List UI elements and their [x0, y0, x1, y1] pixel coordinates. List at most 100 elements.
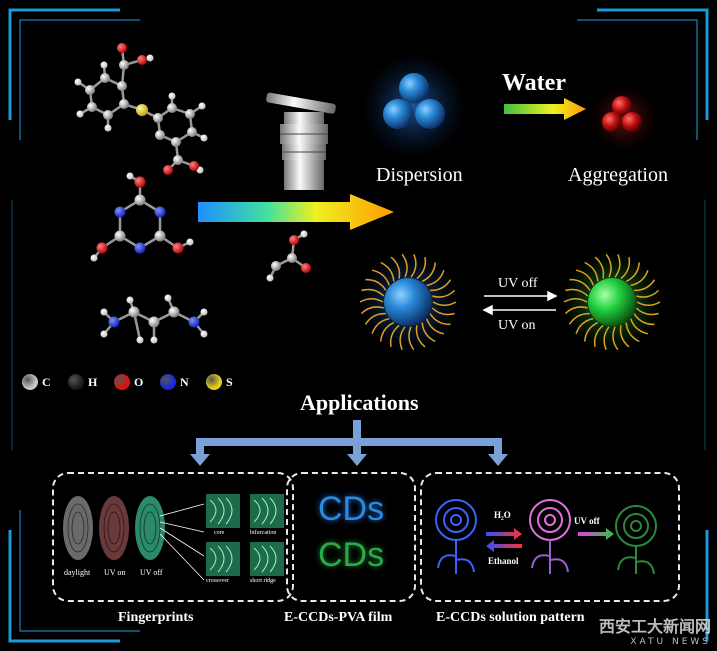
ligand-strand — [633, 313, 655, 326]
ligand-strand — [629, 318, 649, 335]
dispersion-label: Dispersion — [376, 164, 463, 186]
water-label: Water — [502, 70, 566, 96]
detail-label-crossover: crossover — [206, 578, 229, 584]
ligand-strand — [361, 288, 385, 297]
ligand-strand — [612, 326, 619, 351]
ligand-strand — [432, 289, 456, 298]
ligand-strand — [603, 326, 610, 350]
pattern-ethanol-label: Ethanol — [488, 556, 519, 566]
ligand-strand — [605, 253, 612, 278]
legend-item-s: S — [206, 374, 233, 390]
fingerprint-label-daylight: daylight — [64, 568, 91, 577]
fingerprint-detail-tiles — [206, 494, 284, 576]
legend-item-o: O — [114, 374, 143, 390]
ligand-strand — [563, 297, 588, 303]
detail-label-core: core — [214, 530, 225, 536]
ligand-strand — [564, 306, 588, 315]
ligand-strand — [568, 312, 590, 325]
pattern-panel — [420, 472, 680, 602]
molecule-ethylenediamine — [100, 294, 208, 344]
ligand-strand — [415, 325, 426, 348]
caption-pattern: E-CCDs solution pattern — [436, 610, 585, 625]
watermark-subtitle: XATU NEWS — [630, 637, 711, 647]
caption-fingerprints: Fingerprints — [118, 610, 194, 625]
ligand-strand — [410, 254, 417, 278]
legend-item-c: C — [22, 374, 51, 390]
legend-symbol: H — [88, 374, 98, 389]
ligand-strand — [401, 253, 408, 278]
ligand-strand — [380, 261, 395, 282]
molecule-acetic-acid — [266, 230, 311, 282]
ligand-strand — [431, 307, 455, 316]
ligand-strand — [619, 325, 630, 348]
legend-symbol: O — [134, 374, 144, 389]
fingerprint-label-uv-on: UV on — [104, 568, 126, 577]
detail-label-bifurcation: bifurcation — [250, 530, 277, 536]
legend-symbol: S — [226, 374, 233, 389]
synthesis-arrow — [198, 194, 394, 230]
ligand-strand — [425, 318, 445, 335]
film-text-green: CDs — [318, 536, 385, 574]
legend-ball-o — [114, 374, 130, 390]
ligand-strand — [636, 289, 660, 298]
ligand-strand — [364, 312, 386, 325]
ligand-strand — [429, 313, 451, 326]
aggregation-cluster — [590, 84, 658, 152]
watermark: 西安工大新闻网 XATU NEWS — [599, 613, 711, 647]
ligand-strand — [569, 278, 591, 291]
ligand-strand — [625, 262, 641, 283]
aggregation-label: Aggregation — [568, 164, 668, 186]
ligand-strand — [636, 301, 661, 307]
ligand-strand — [575, 269, 595, 286]
pattern-water-label: H₂O — [494, 510, 511, 520]
ligand-strand — [399, 326, 406, 350]
application-branch-arrows — [190, 420, 508, 466]
ligand-strand — [359, 297, 384, 303]
legend-item-h: H — [68, 374, 97, 390]
legend-ball-c — [22, 374, 38, 390]
ligand-strand — [635, 307, 659, 316]
legend-ball-h — [68, 374, 84, 390]
ligand-strand — [421, 322, 436, 343]
uv-off-label: UV off — [498, 276, 538, 291]
dispersion-cluster — [362, 54, 466, 158]
pattern-uv-off-label: UV off — [574, 516, 600, 526]
applications-title: Applications — [300, 390, 419, 415]
ligand-strand — [593, 324, 604, 348]
rose-patterns — [435, 499, 657, 575]
ligand-strand — [630, 269, 649, 287]
ligand-strand — [408, 326, 415, 351]
ligand-strand — [634, 279, 656, 292]
ligand-strand — [620, 256, 631, 280]
molecule-cyanuric-acid — [90, 172, 194, 262]
molecule-dithiodibenzoic — [74, 43, 208, 175]
film-text-blue: CDs — [318, 490, 385, 528]
ligand-strand — [430, 279, 452, 292]
ligand-strand — [421, 262, 437, 283]
ligand-strand — [379, 321, 395, 342]
green-carbon-dot — [562, 252, 662, 352]
legend-symbol: N — [180, 374, 189, 389]
legend-item-n: N — [160, 374, 189, 390]
outer-frame — [8, 8, 709, 643]
ligand-strand — [584, 261, 599, 282]
legend-symbol: C — [42, 374, 51, 389]
ligand-strand — [614, 254, 621, 278]
ligand-strand — [371, 317, 390, 335]
ligand-strand — [565, 288, 589, 297]
caption-film: E-CCDs-PVA film — [284, 610, 393, 625]
ligand-strand — [390, 256, 401, 279]
ligand-strand — [594, 256, 605, 279]
ligand-strand — [360, 306, 384, 315]
film-panel — [286, 472, 416, 602]
autoclave-reactor — [266, 92, 336, 190]
ligand-strand — [416, 256, 427, 280]
uv-on-label: UV on — [498, 318, 536, 333]
fingerprint-samples — [63, 496, 205, 581]
ligand-strand — [625, 322, 640, 343]
ligand-strand — [365, 278, 387, 291]
ligand-strand — [389, 324, 400, 348]
